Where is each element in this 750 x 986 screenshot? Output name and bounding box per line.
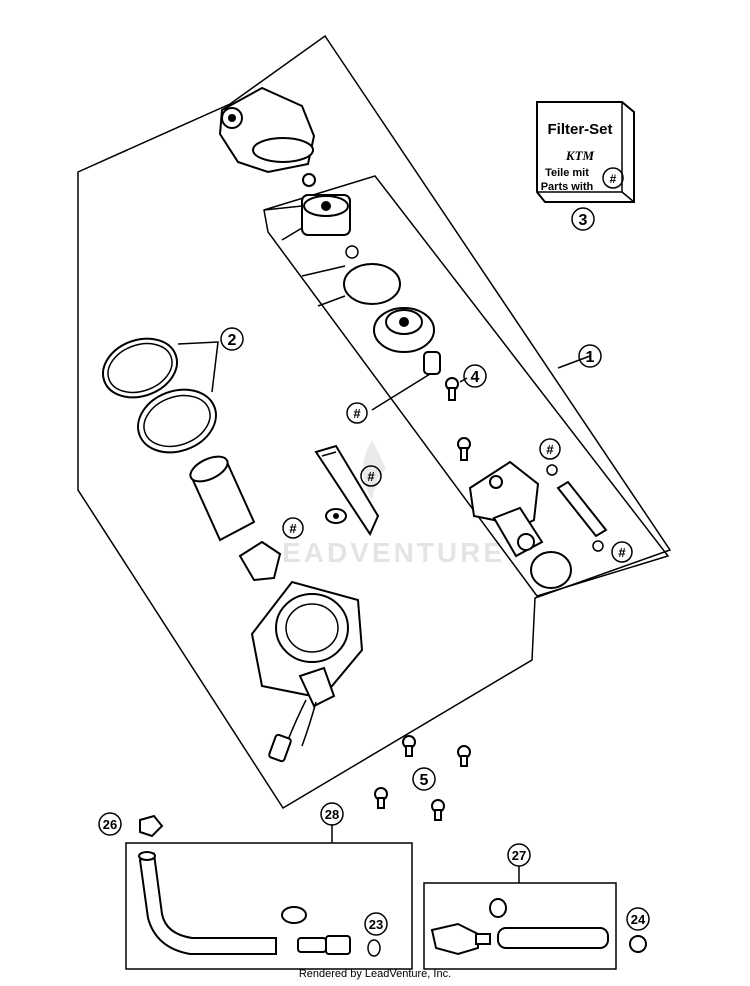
hash-marker-1: #: [346, 402, 368, 424]
tube-o-ring: [592, 540, 604, 552]
callout-3: 3: [571, 207, 595, 231]
filter-set-line-de: Teile mit: [545, 167, 589, 179]
filter-set-title: Filter-Set: [547, 121, 612, 138]
watermark-text: LEADVENTURE: [262, 537, 505, 568]
hose-kit-28: [125, 824, 413, 970]
pump-base-ring: [530, 551, 572, 589]
callout-5: 5: [412, 767, 436, 791]
small-seal: [302, 173, 316, 187]
hash-marker-4: #: [539, 438, 561, 460]
svg-text:#: #: [618, 545, 626, 560]
svg-text:27: 27: [512, 848, 526, 863]
hose-clamp-24: [629, 935, 647, 953]
connector-o-ring: [367, 939, 381, 957]
svg-text:28: 28: [325, 807, 339, 822]
sleeve: [423, 351, 441, 375]
pump-subassembly-outline: [263, 175, 670, 597]
svg-text:5: 5: [420, 772, 429, 789]
filter-o-ring-large: [343, 263, 401, 305]
callout-26: 26: [98, 812, 122, 836]
filter-set-line-en: Parts with: [541, 181, 594, 193]
svg-text:1: 1: [586, 349, 595, 366]
fuel-pump-assembly-outline: [77, 34, 672, 810]
filter-sleeve: [189, 455, 256, 542]
hash-marker-5: #: [611, 541, 633, 563]
svg-text:4: 4: [471, 369, 480, 386]
hose-connector: [297, 937, 327, 953]
svg-text:2: 2: [228, 332, 237, 349]
screws-5: [374, 735, 471, 821]
fuel-filter: [263, 194, 351, 241]
svg-text:26: 26: [103, 817, 117, 832]
seal-rings-2: [102, 337, 219, 454]
screw-4: [445, 377, 459, 401]
pump-o-ring: [546, 464, 558, 476]
fuel-pump-motor: [468, 460, 544, 558]
strainer: [314, 444, 380, 537]
hose-clamp: [281, 906, 307, 924]
callout-24: 24: [626, 907, 650, 931]
svg-text:#: #: [289, 521, 297, 536]
pump-head: [218, 86, 316, 174]
pump-screw: [457, 437, 471, 461]
callout-27: 27: [507, 843, 531, 867]
ktm-logo: KTM: [565, 148, 595, 163]
callout-28: 28: [320, 802, 344, 826]
filter-set-kit: Filter-Set KTM Teile mit Parts with #: [536, 101, 635, 203]
hose-kit-27: [423, 866, 617, 970]
svg-text:3: 3: [579, 212, 588, 229]
svg-text:#: #: [546, 442, 554, 457]
pump-tube: [556, 480, 608, 538]
callout-1: 1: [578, 344, 602, 368]
filter-set-hash: #: [610, 172, 617, 186]
footer-credit: Rendered by LeadVenture, Inc.: [299, 968, 451, 980]
callout-23: 23: [364, 912, 388, 936]
hash-marker-3: #: [282, 517, 304, 539]
wiring-harness: [268, 699, 317, 763]
clip: [325, 508, 347, 524]
svg-text:23: 23: [369, 917, 383, 932]
svg-text:24: 24: [631, 912, 646, 927]
fuel-hose: [497, 927, 609, 949]
svg-text:#: #: [353, 406, 361, 421]
hose-clamp-27: [489, 898, 507, 918]
filter-set-hash-badge: [602, 167, 624, 189]
svg-text:#: #: [367, 469, 375, 484]
callout-2: 2: [220, 327, 244, 351]
filter-o-ring-small: [345, 245, 359, 259]
hose-clip-26: [139, 814, 164, 838]
callout-4: 4: [463, 364, 487, 388]
hash-marker-2: #: [360, 465, 382, 487]
impeller: [238, 540, 282, 582]
quick-coupling: [430, 922, 479, 956]
pump-flange-housing: [250, 580, 364, 708]
pressure-regulator: [373, 307, 435, 353]
